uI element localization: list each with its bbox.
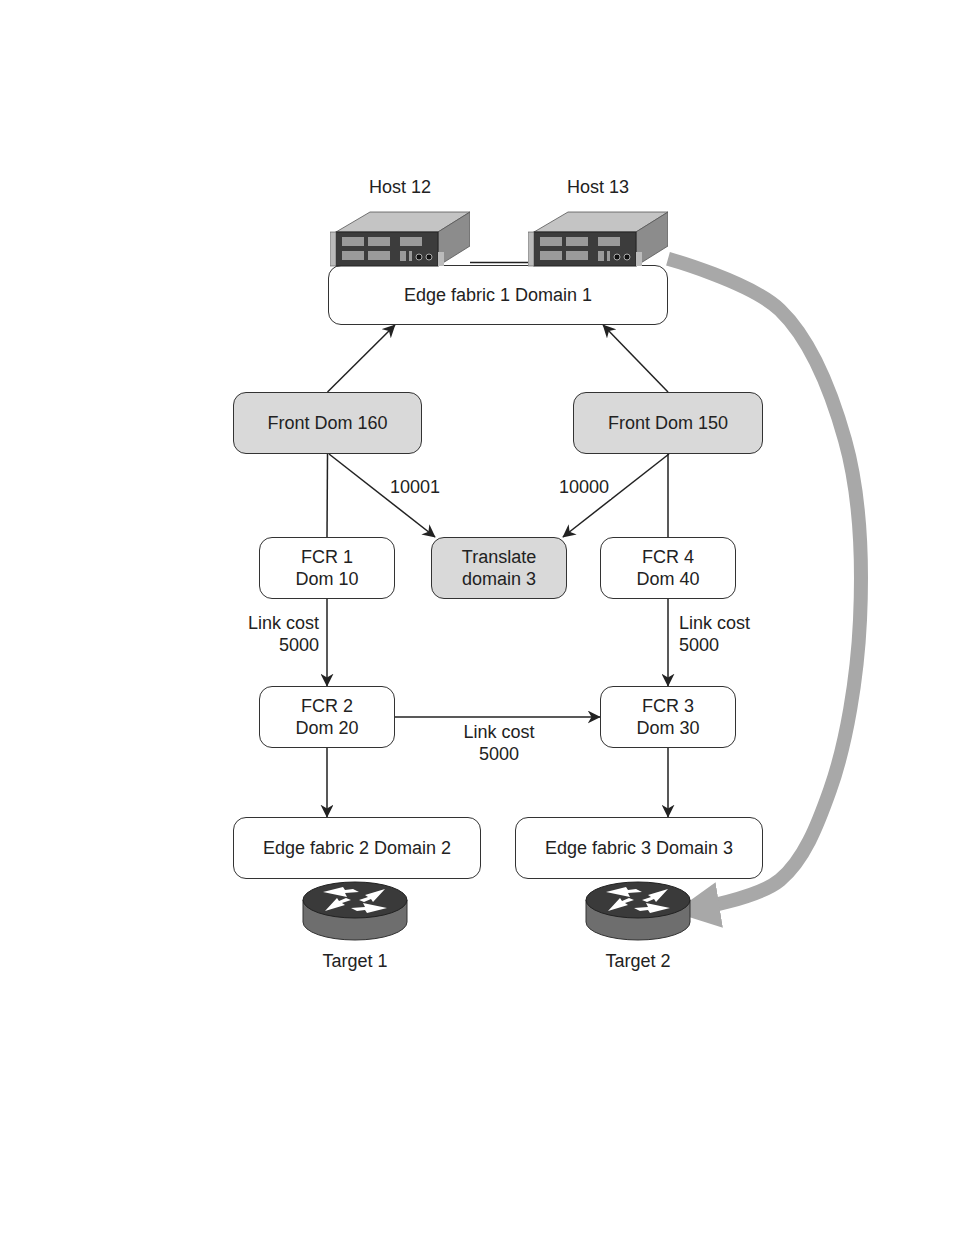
edge-fabric-box: Edge fabric 2 Domain 2 bbox=[233, 817, 481, 879]
front-domain-box: Front Dom 160 bbox=[233, 392, 422, 454]
node-label: Translate domain 3 bbox=[443, 546, 555, 591]
link-label: Link cost 5000 bbox=[227, 613, 321, 657]
link-label: Link cost 5000 bbox=[452, 722, 546, 766]
link-line bbox=[326, 454, 328, 537]
router-box: FCR 2 Dom 20 bbox=[259, 686, 395, 748]
target-device: Target 2 bbox=[584, 878, 692, 976]
node-label: Front Dom 150 bbox=[608, 412, 728, 435]
node-label: Edge fabric 1 Domain 1 bbox=[404, 284, 592, 307]
link-label: Link cost 5000 bbox=[677, 613, 771, 657]
server-icon bbox=[528, 206, 668, 268]
router-icon bbox=[584, 878, 692, 942]
link-line bbox=[328, 325, 395, 392]
link-line bbox=[667, 599, 669, 686]
link-line bbox=[603, 325, 668, 392]
node-label: Target 1 bbox=[322, 950, 387, 973]
link-label: 10000 bbox=[557, 477, 611, 499]
node-label: Edge fabric 2 Domain 2 bbox=[263, 837, 451, 860]
front-domain-box: Front Dom 150 bbox=[573, 392, 763, 454]
link-line bbox=[667, 454, 669, 537]
server-icon bbox=[330, 206, 470, 268]
node-label: Host 13 bbox=[567, 176, 629, 199]
target-device: Target 1 bbox=[301, 878, 409, 976]
router-box: FCR 1 Dom 10 bbox=[259, 537, 395, 599]
node-label: Front Dom 160 bbox=[267, 412, 387, 435]
link-line bbox=[326, 748, 328, 817]
node-label: FCR 1 Dom 10 bbox=[287, 546, 368, 591]
link-line bbox=[667, 748, 669, 817]
router-box: FCR 4 Dom 40 bbox=[600, 537, 736, 599]
router-box: FCR 3 Dom 30 bbox=[600, 686, 736, 748]
node-label: Target 2 bbox=[605, 950, 670, 973]
router-icon bbox=[301, 878, 409, 942]
node-label: FCR 3 Dom 30 bbox=[628, 695, 709, 740]
node-label: FCR 2 Dom 20 bbox=[287, 695, 368, 740]
link-line bbox=[326, 599, 328, 686]
translate-domain-box: Translate domain 3 bbox=[431, 537, 567, 599]
link-label: 10001 bbox=[388, 477, 442, 499]
node-label: Edge fabric 3 Domain 3 bbox=[545, 837, 733, 860]
link-line bbox=[395, 716, 600, 718]
link-line bbox=[470, 262, 528, 264]
edge-fabric-box: Edge fabric 3 Domain 3 bbox=[515, 817, 763, 879]
edge-fabric-box: Edge fabric 1 Domain 1 bbox=[328, 265, 668, 325]
host-server: Host 13 bbox=[528, 176, 668, 268]
node-label: FCR 4 Dom 40 bbox=[628, 546, 709, 591]
node-label: Host 12 bbox=[369, 176, 431, 199]
host-server: Host 12 bbox=[330, 176, 470, 268]
